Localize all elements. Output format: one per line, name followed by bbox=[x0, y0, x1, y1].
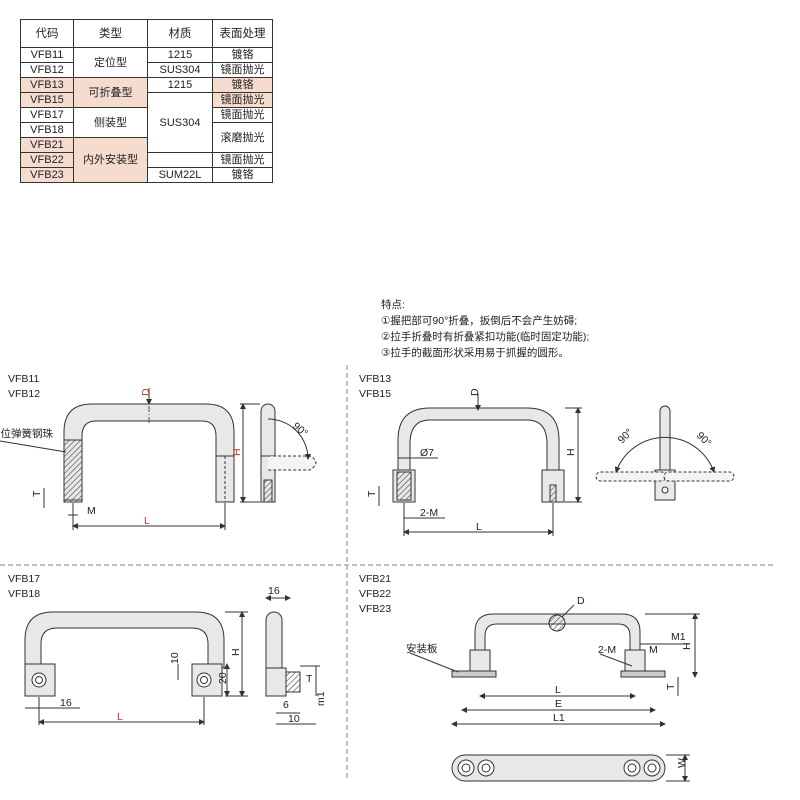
note-item: ③拉手的截面形状采用易于抓握的圆形。 bbox=[381, 347, 569, 359]
table-row: VFB17 侧装型 镜面抛光 bbox=[20, 107, 273, 138]
dim-T: T bbox=[31, 490, 43, 497]
panel-vfb13-vfb15: VFB13 VFB15 D H Ø7 T 2-M L 90° 90° bbox=[359, 373, 735, 536]
dim-2M: 2-M bbox=[420, 507, 438, 519]
dim-L: L bbox=[555, 684, 561, 696]
cell-finish: 滚磨抛光 bbox=[212, 122, 273, 153]
dim-6: 6 bbox=[283, 699, 289, 711]
cell-code: VFB23 bbox=[20, 167, 74, 183]
dim-10b: 10 bbox=[288, 713, 300, 725]
dim-H: H bbox=[231, 448, 243, 456]
dim-D: D bbox=[469, 388, 481, 396]
handle-outline bbox=[397, 407, 560, 479]
model-label: VFB23 bbox=[359, 603, 391, 615]
cell-type: 定位型 bbox=[73, 47, 148, 78]
panel-vfb11-vfb12: VFB11 VFB12 D H T M L 定位弹簧钢珠 bbox=[0, 373, 317, 530]
dim-H: H bbox=[681, 642, 693, 650]
model-label: VFB13 bbox=[359, 373, 391, 385]
dim-20: 20 bbox=[217, 672, 229, 684]
callout-spring-ball: 定位弹簧钢珠 bbox=[0, 427, 53, 440]
cell-type: 可折叠型 bbox=[73, 77, 148, 108]
dim-H: H bbox=[565, 448, 577, 456]
spec-table: 代码 类型 材质 表面处理 VFB11 定位型 1215 镀铬 VFB12 SU… bbox=[20, 19, 273, 183]
dim-M: M bbox=[87, 505, 96, 517]
dim-T: T bbox=[306, 673, 313, 685]
model-label: VFB21 bbox=[359, 573, 391, 585]
dim-E: E bbox=[555, 698, 562, 710]
fold-view-handle bbox=[659, 405, 671, 479]
cell-type: 内外安装型 bbox=[73, 137, 148, 183]
model-label: VFB18 bbox=[8, 588, 40, 600]
note-item: ②拉手折叠时有折叠紧扣功能(临时固定功能); bbox=[381, 331, 590, 343]
dim-D: D bbox=[577, 595, 585, 607]
notes-title: 特点: bbox=[381, 299, 405, 311]
cell-code: VFB15 bbox=[20, 92, 74, 108]
dim-2M: 2-M bbox=[598, 644, 616, 656]
cell-code: VFB12 bbox=[20, 62, 74, 78]
model-label: VFB15 bbox=[359, 388, 391, 400]
dim-W: W bbox=[676, 758, 688, 768]
table-row: VFB18 滚磨抛光 bbox=[20, 122, 273, 153]
dim-16b: 16 bbox=[60, 697, 72, 709]
cell-code: VFB18 bbox=[20, 122, 74, 138]
dim-16a: 16 bbox=[268, 585, 280, 597]
dim-angle-left: 90° bbox=[616, 426, 636, 446]
table-row: VFB11 定位型 1215 镀铬 bbox=[20, 47, 273, 78]
cell-type: 侧装型 bbox=[73, 107, 148, 138]
cell-code: VFB11 bbox=[20, 47, 74, 63]
model-label: VFB12 bbox=[8, 388, 40, 400]
cell-finish: 镀铬 bbox=[212, 167, 273, 183]
col-header-code: 代码 bbox=[20, 19, 74, 48]
table-row: VFB13 可折叠型 1215 镀铬 bbox=[20, 77, 273, 108]
panel-vfb21-vfb23: VFB21 VFB22 VFB23 D 安装板 2-M M1 M H T L E… bbox=[359, 573, 700, 782]
label-mount-plate: 安装板 bbox=[406, 642, 438, 655]
cell-material: SUM22L bbox=[147, 167, 213, 183]
dim-T: T bbox=[366, 490, 378, 497]
cell-finish: 镜面抛光 bbox=[212, 92, 273, 108]
col-header-finish: 表面处理 bbox=[212, 19, 273, 48]
dim-M1: M1 bbox=[671, 631, 686, 643]
handle-base-left bbox=[63, 439, 83, 503]
dim-phi: Ø7 bbox=[420, 447, 434, 459]
side-view-handle bbox=[260, 403, 276, 465]
dim-10a: 10 bbox=[169, 652, 181, 664]
dim-H: H bbox=[230, 648, 242, 656]
dim-angle: 90° bbox=[290, 420, 310, 439]
bottom-view bbox=[451, 754, 666, 782]
dim-L1: L1 bbox=[553, 712, 565, 724]
cell-finish: 镀铬 bbox=[212, 77, 273, 93]
mount-plate-left bbox=[451, 670, 497, 678]
model-label: VFB11 bbox=[8, 373, 39, 385]
dim-T: T bbox=[665, 683, 677, 690]
dim-angle-right: 90° bbox=[694, 430, 714, 450]
dim-D: D bbox=[140, 388, 152, 396]
dim-L: L bbox=[476, 521, 482, 533]
features-notes: 特点: ①握把部可90°折叠，扳倒后不会产生妨碍; ②拉手折叠时有折叠紧扣功能(… bbox=[381, 297, 589, 361]
dim-L: L bbox=[117, 711, 123, 723]
dim-m1: m1 bbox=[315, 691, 327, 706]
table-row: VFB23 SUM22L 镀铬 bbox=[20, 167, 273, 183]
table-row: VFB12 SUS304 镜面抛光 bbox=[20, 62, 273, 78]
model-label: VFB17 bbox=[8, 573, 40, 585]
mount-plate-right bbox=[620, 670, 666, 678]
dim-L: L bbox=[144, 515, 150, 527]
handle-outline bbox=[24, 611, 225, 669]
note-item: ①握把部可90°折叠，扳倒后不会产生妨碍; bbox=[381, 315, 578, 327]
cell-code: VFB22 bbox=[20, 152, 74, 168]
table-header-row: 代码 类型 材质 表面处理 bbox=[20, 19, 273, 48]
cross-section bbox=[548, 614, 566, 632]
panel-vfb17-vfb18: VFB17 VFB18 H 10 20 16 L 16 T m1 6 10 bbox=[8, 573, 327, 725]
table-row: VFB22 镜面抛光 bbox=[20, 152, 273, 168]
dim-M: M bbox=[649, 644, 658, 656]
cell-finish: 镜面抛光 bbox=[212, 152, 273, 168]
model-label: VFB22 bbox=[359, 588, 391, 600]
